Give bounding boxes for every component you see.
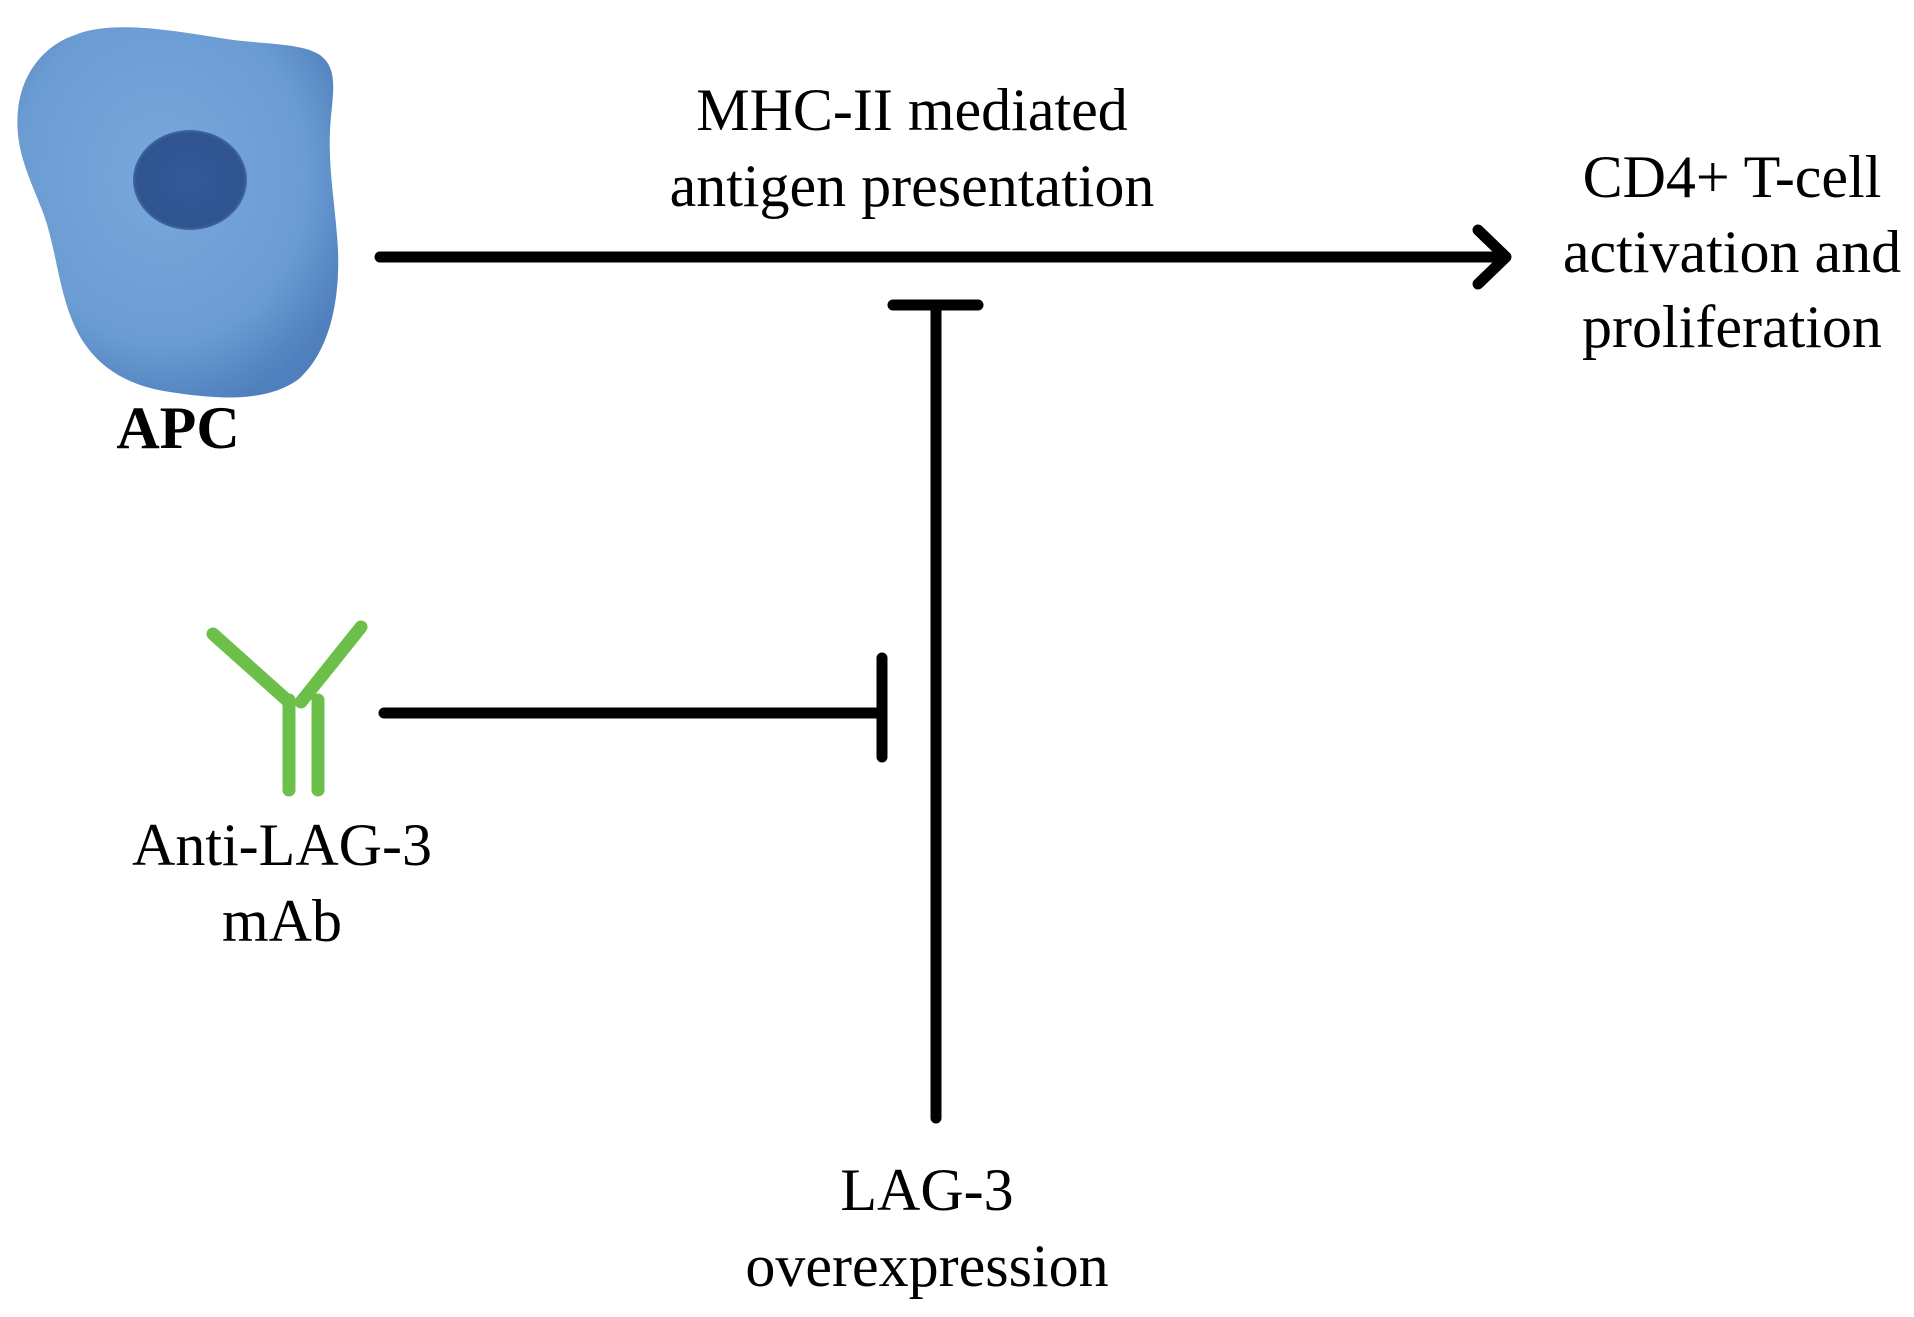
antibody-icon: [206, 620, 368, 797]
tcell-label-line-1: CD4+ T-cell: [1583, 144, 1882, 210]
presentation-arrow: [374, 224, 1512, 290]
presentation-label: MHC-II mediated antigen presentation: [670, 77, 1155, 219]
antibody-arm-left: [206, 627, 296, 709]
lag3-inhibition-bar: [887, 299, 984, 1124]
presentation-label-line-1: MHC-II mediated: [696, 77, 1128, 143]
arrowhead-icon: [1472, 224, 1512, 290]
lag3-label-line-2: overexpression: [745, 1233, 1108, 1299]
apc-cell: [17, 27, 339, 398]
apc-nucleus-icon: [133, 130, 247, 230]
presentation-label-line-2: antigen presentation: [670, 153, 1155, 219]
tcell-label-line-3: proliferation: [1582, 294, 1882, 360]
antibody-label-line-2: mAb: [222, 888, 342, 954]
lag3-label-line-1: LAG-3: [840, 1157, 1013, 1223]
antibody-label-line-1: Anti-LAG-3: [132, 812, 432, 878]
antibody-label: Anti-LAG-3 mAb: [132, 812, 432, 954]
apc-label: APC: [116, 395, 239, 461]
tcell-label-line-2: activation and: [1563, 219, 1901, 285]
antibody-inhibition-bar: [378, 652, 888, 763]
tcell-label: CD4+ T-cell activation and proliferation: [1563, 144, 1901, 360]
antibody-arm-right: [294, 620, 368, 709]
lag3-label: LAG-3 overexpression: [745, 1157, 1108, 1299]
